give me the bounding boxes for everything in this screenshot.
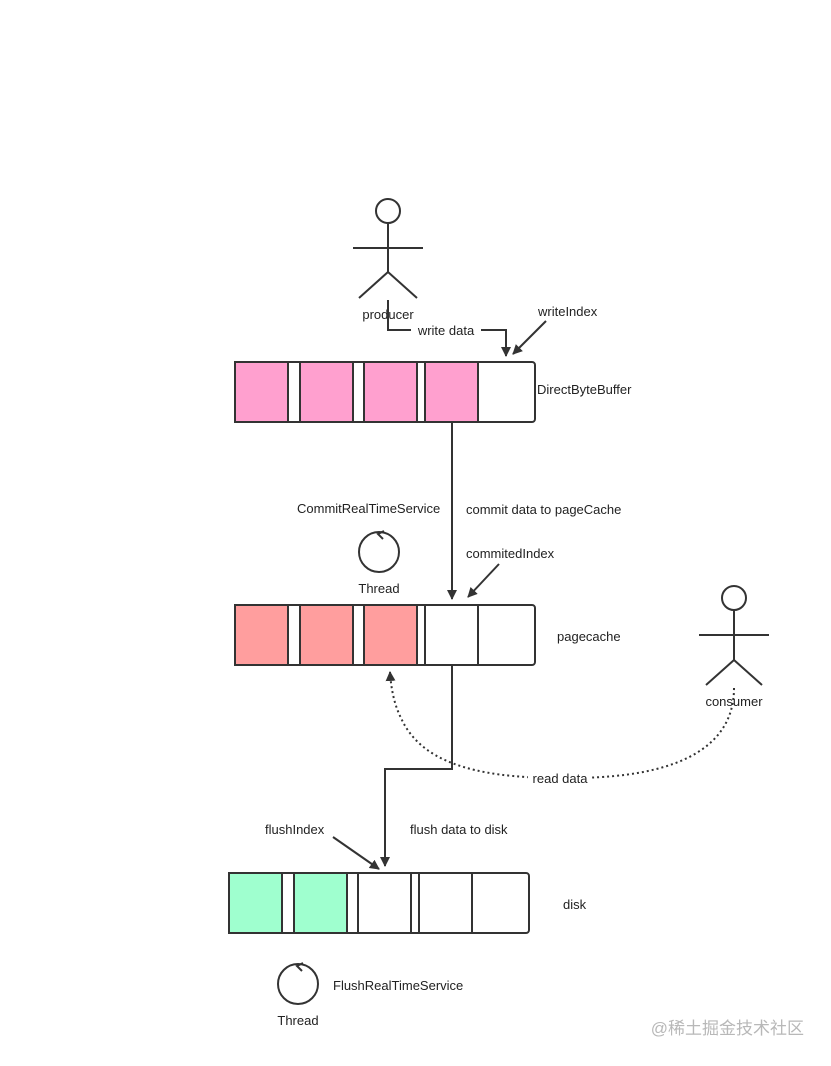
buffer-cell-2 xyxy=(299,361,354,423)
flush-data-label: flush data to disk xyxy=(410,822,508,837)
read-data-curve xyxy=(385,671,735,780)
direct-byte-buffer-label: DirectByteBuffer xyxy=(537,382,632,397)
thread-cycle-icon xyxy=(277,962,319,1005)
read-data-label: read data xyxy=(533,771,589,786)
disk-cell-3 xyxy=(357,872,412,934)
commited-index-pointer xyxy=(467,563,500,598)
pagecache-buffer xyxy=(234,604,536,666)
write-data-label: write data xyxy=(417,323,475,338)
disk-buffer xyxy=(228,872,530,934)
commit-service-label: CommitRealTimeService xyxy=(297,501,440,516)
disk-cell-1 xyxy=(228,872,283,934)
disk-cell-4 xyxy=(418,872,473,934)
flush-service-label: FlushRealTimeService xyxy=(333,978,463,993)
buffer-cell-3 xyxy=(363,361,418,423)
pagecache-cell-1 xyxy=(234,604,289,666)
flush-index-pointer xyxy=(332,836,380,870)
pagecache-label: pagecache xyxy=(557,629,621,644)
buffer-cell-4 xyxy=(424,361,479,423)
producer-actor xyxy=(353,198,423,299)
flush-arrow xyxy=(380,665,453,867)
disk-label: disk xyxy=(563,897,587,912)
write-index-label: writeIndex xyxy=(537,304,598,319)
flush-index-label: flushIndex xyxy=(265,822,325,837)
thread-flush-label: Thread xyxy=(277,1013,318,1028)
consumer-head xyxy=(721,585,747,611)
consumer-label: consumer xyxy=(705,694,763,709)
consumer-actor xyxy=(699,585,769,686)
thread-cycle-icon xyxy=(358,530,400,573)
pagecache-cell-4 xyxy=(424,604,479,666)
producer-head xyxy=(375,198,401,224)
watermark: @稀土掘金技术社区 xyxy=(651,1019,804,1038)
commit-data-label: commit data to pageCache xyxy=(466,502,621,517)
commited-index-label: commitedIndex xyxy=(466,546,555,561)
read-data-label-bg xyxy=(528,769,592,787)
thread-commit-label: Thread xyxy=(358,581,399,596)
pagecache-cell-2 xyxy=(299,604,354,666)
direct-byte-buffer xyxy=(234,361,536,423)
pagecache-cell-3 xyxy=(363,604,418,666)
disk-cell-2 xyxy=(293,872,348,934)
write-data-arrow xyxy=(387,300,506,356)
buffer-cell-1 xyxy=(234,361,289,423)
write-index-pointer xyxy=(512,320,547,355)
